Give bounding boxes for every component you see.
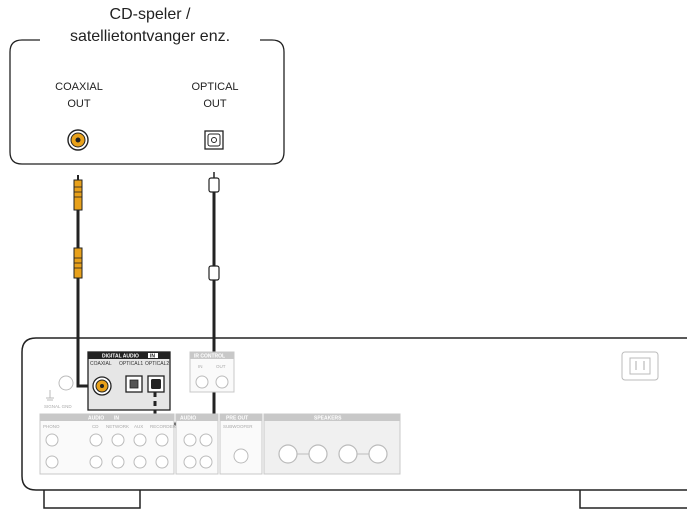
recorder-label: RECORDER <box>150 424 177 429</box>
optical-out-label: OPTICAL OUT <box>186 79 244 113</box>
coaxial-out-jack <box>67 129 89 151</box>
audio-in-label: AUDIO <box>88 416 104 422</box>
source-device-title-line2: satellietontvanger enz. <box>69 28 231 45</box>
aux-label: AUX <box>134 424 143 429</box>
pre-out-label: PRE OUT <box>226 416 248 422</box>
ir-control-label: IR CONTROL <box>194 354 225 360</box>
audio-out-panel: AUDIO <box>175 413 219 475</box>
coaxial-out-label-line2: OUT <box>67 98 91 110</box>
coaxial-out-label-line1: COAXIAL <box>55 81 103 93</box>
cd-label: CD <box>92 424 99 429</box>
audio-in-badge: IN <box>114 416 119 422</box>
optical-out-jack <box>204 130 224 150</box>
source-device-title-line1: CD-speler / <box>109 6 191 23</box>
coaxial-in-jack <box>92 376 112 396</box>
signal-gnd-terminal: SIGNAL GND <box>44 375 74 409</box>
phono-label: PHONO <box>43 424 60 429</box>
ir-in-label: IN <box>198 364 203 369</box>
signal-gnd-label: SIGNAL GND <box>44 404 72 409</box>
digital-audio-label: DIGITAL AUDIO <box>102 354 139 360</box>
receiver-foot-right <box>579 490 687 509</box>
receiver-foot-left <box>43 490 141 509</box>
source-device-box <box>9 39 285 165</box>
ir-control-panel: IR CONTROL IN OUT <box>189 351 235 393</box>
digital-audio-in-badge: IN <box>150 354 155 360</box>
pre-out-panel: PRE OUT SUBWOOFER <box>219 413 263 475</box>
speakers-label: SPEAKERS <box>314 416 342 422</box>
receiver-rear-panel <box>21 337 687 491</box>
subwoofer-label: SUBWOOFER <box>223 424 253 429</box>
ir-out-label: OUT <box>216 364 226 369</box>
optical1-in-label: OPTICAL1 <box>119 361 143 367</box>
optical1-in-jack <box>125 375 143 393</box>
coaxial-out-label: COAXIAL OUT <box>50 79 108 113</box>
power-inlet <box>621 351 659 381</box>
audio-out-label: AUDIO <box>180 416 196 422</box>
optical2-in-jack <box>147 375 165 393</box>
optical2-in-label: OPTICAL2 <box>145 361 169 367</box>
audio-in-panel: AUDIO IN PHONO CD NETWORK AUX RECORDER <box>39 413 177 475</box>
speakers-panel: SPEAKERS <box>263 413 401 475</box>
network-label: NETWORK <box>106 424 129 429</box>
optical-out-label-line1: OPTICAL <box>191 81 239 93</box>
coaxial-in-label: COAXIAL <box>90 361 112 367</box>
optical-out-label-line2: OUT <box>203 98 227 110</box>
